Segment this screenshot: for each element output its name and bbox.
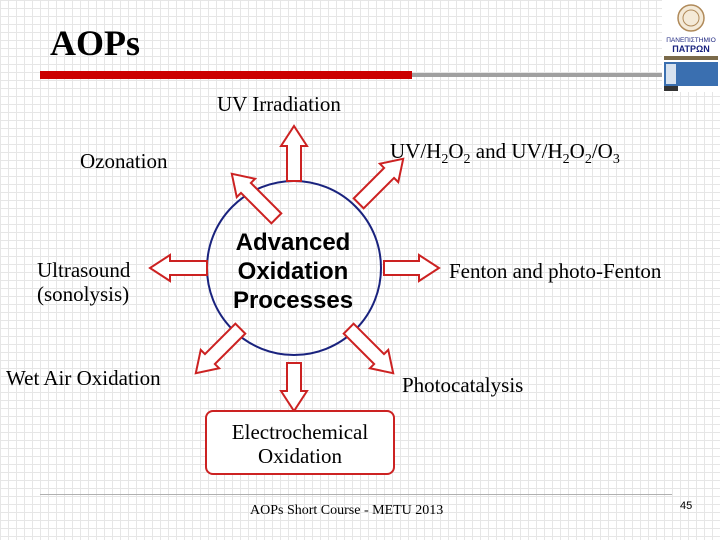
label-ultrasound: Ultrasound (sonolysis) (37, 258, 131, 306)
arrow-upper-right (352, 157, 405, 210)
arrow-left (148, 253, 208, 283)
logo-line-2: ΠΑΤΡΩΝ (672, 44, 709, 54)
footer-divider (40, 494, 672, 495)
arrow-lower-left (194, 322, 247, 375)
logo-line-1: ΠΑΝΕΠΙΣΤΗΜΙΟ (666, 37, 716, 44)
label-uv-h2o2: UV/H2O2 and UV/H2O2/O3 (390, 139, 620, 168)
arrow-upper-left (230, 172, 283, 225)
slide-title: AOPs (50, 23, 140, 63)
label-ozonation: Ozonation (80, 149, 168, 173)
arrow-up (279, 124, 309, 182)
university-logo: ΠΑΝΕΠΙΣΤΗΜΙΟ ΠΑΤΡΩΝ (662, 0, 720, 92)
title-underline-gray (412, 73, 664, 77)
arrow-down (279, 362, 309, 413)
arrow-lower-right (342, 322, 395, 375)
seal-icon (677, 4, 705, 32)
label-fenton: Fenton and photo-Fenton (449, 259, 662, 283)
page-number: 45 (680, 500, 693, 512)
label-wet-air-oxidation: Wet Air Oxidation (6, 366, 161, 390)
footer-text: AOPs Short Course - METU 2013 (250, 503, 444, 518)
label-uv-irradiation: UV Irradiation (217, 92, 341, 116)
label-photocatalysis: Photocatalysis (402, 373, 524, 397)
center-label: Advanced Oxidation Processes (232, 229, 354, 314)
title-underline-red (40, 71, 412, 79)
label-electrochemical: Electrochemical Oxidation (231, 420, 369, 468)
electrochemical-box (205, 410, 395, 475)
arrow-right (383, 253, 441, 283)
